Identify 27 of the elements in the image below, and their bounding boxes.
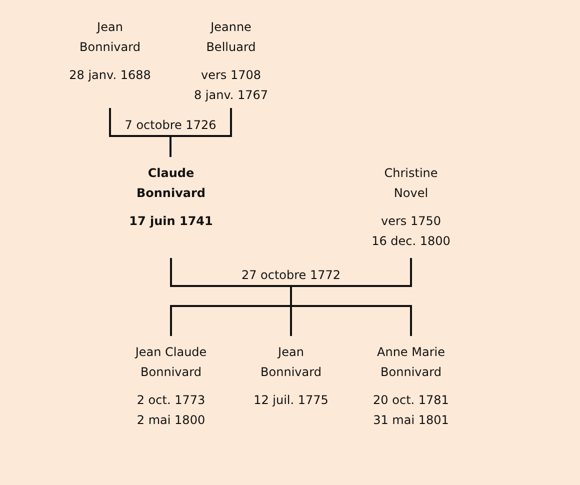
life-date: 8 janv. 1767 bbox=[194, 87, 268, 104]
connector-line bbox=[290, 305, 292, 336]
life-date: vers 1750 bbox=[380, 213, 442, 230]
life-date: 2 mai 1800 bbox=[136, 412, 206, 429]
connector-line bbox=[170, 136, 172, 157]
connector-line bbox=[170, 108, 232, 137]
life-date: 28 janv. 1688 bbox=[69, 67, 151, 84]
life-date: vers 1708 bbox=[200, 67, 262, 84]
life-date: 17 juin 1741 bbox=[129, 213, 213, 230]
connector-line bbox=[109, 108, 170, 137]
connector-line bbox=[170, 258, 291, 287]
life-date: 20 oct. 1781 bbox=[373, 392, 449, 409]
connector-line bbox=[291, 305, 412, 336]
life-date: 12 juil. 1775 bbox=[254, 392, 328, 409]
connector-line bbox=[291, 258, 412, 287]
person-name: Jean Bonnivard bbox=[260, 344, 322, 381]
connector-line bbox=[170, 305, 291, 336]
person-name: Claude Bonnivard bbox=[136, 165, 206, 202]
person-name: Christine Novel bbox=[384, 165, 438, 202]
person-name: Anne Marie Bonnivard bbox=[377, 344, 445, 381]
person-name: Jeanne Belluard bbox=[206, 19, 256, 56]
life-date: 16 dec. 1800 bbox=[372, 233, 450, 250]
person-name: Jean Bonnivard bbox=[80, 19, 140, 56]
life-date: 2 oct. 1773 bbox=[136, 392, 206, 409]
connector-line bbox=[290, 286, 292, 306]
person-name: Jean Claude Bonnivard bbox=[135, 344, 207, 381]
life-date: 31 mai 1801 bbox=[373, 412, 449, 429]
